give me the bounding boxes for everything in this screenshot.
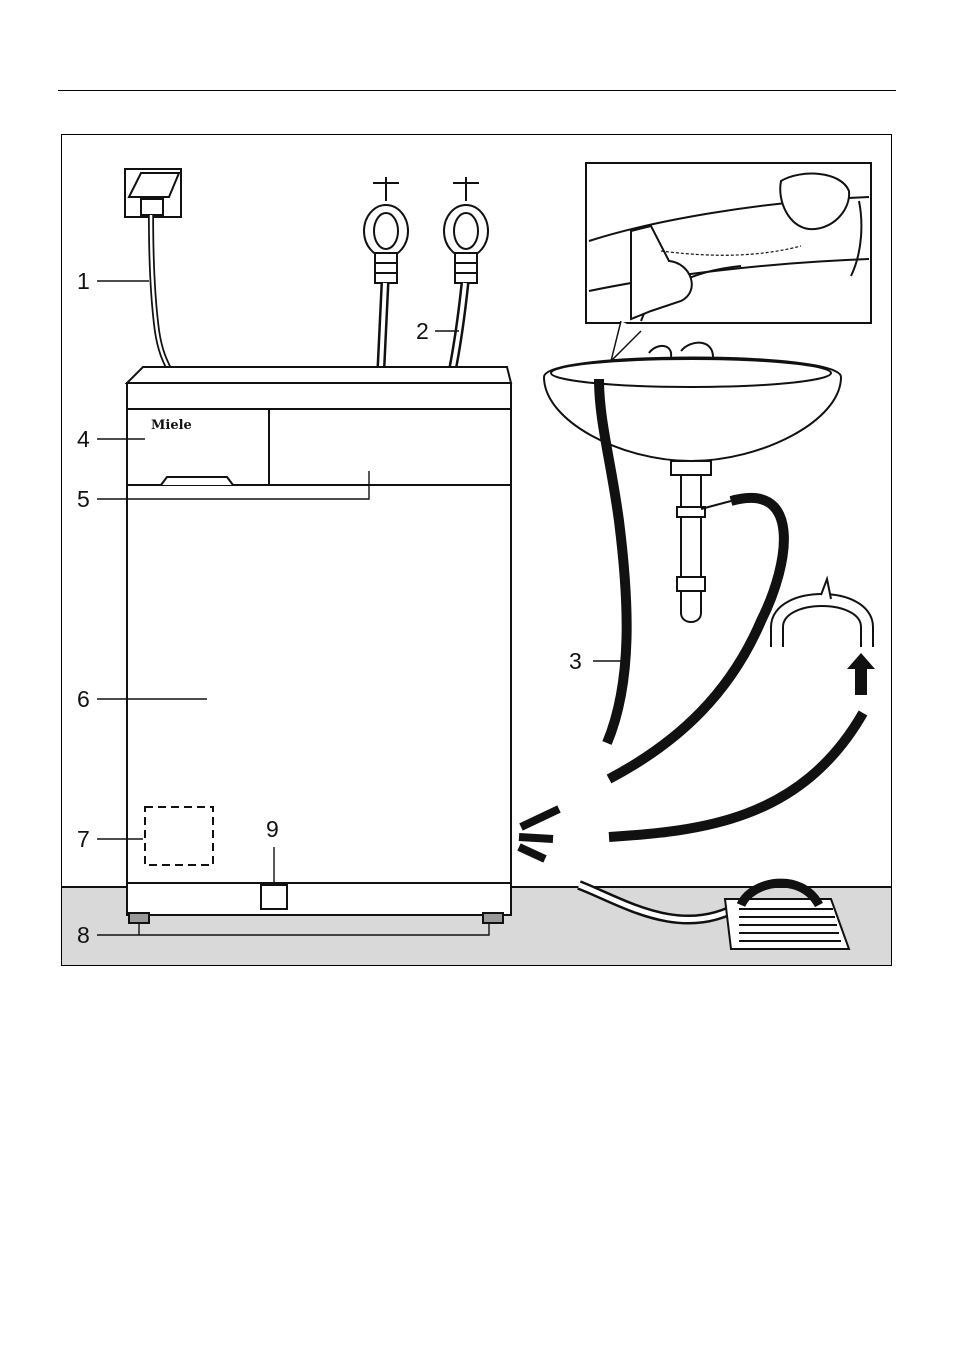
callout-6: 6 (77, 686, 90, 712)
callout-5: 5 (77, 486, 90, 512)
left-arrow-icon (519, 809, 559, 859)
water-tap-icon (364, 177, 408, 283)
brand-logo: Miele (151, 418, 192, 433)
callout-8: 8 (77, 922, 90, 948)
callout-1: 1 (77, 268, 90, 294)
detail-inset (586, 163, 871, 323)
header-rule (58, 90, 896, 91)
sink-icon (544, 343, 841, 622)
callout-4: 4 (77, 426, 90, 452)
diagram-canvas: Miele 1 2 3 4 5 6 7 8 9 (62, 135, 892, 966)
installation-diagram: Miele 1 2 3 4 5 6 7 8 9 (61, 134, 892, 966)
power-socket-icon (125, 169, 181, 217)
up-arrow-icon (847, 653, 875, 695)
callout-7: 7 (77, 826, 90, 852)
water-tap-icon (444, 177, 488, 283)
dishwasher (127, 367, 511, 923)
callout-9: 9 (266, 816, 279, 842)
callout-3: 3 (569, 648, 582, 674)
callout-2: 2 (416, 318, 429, 344)
